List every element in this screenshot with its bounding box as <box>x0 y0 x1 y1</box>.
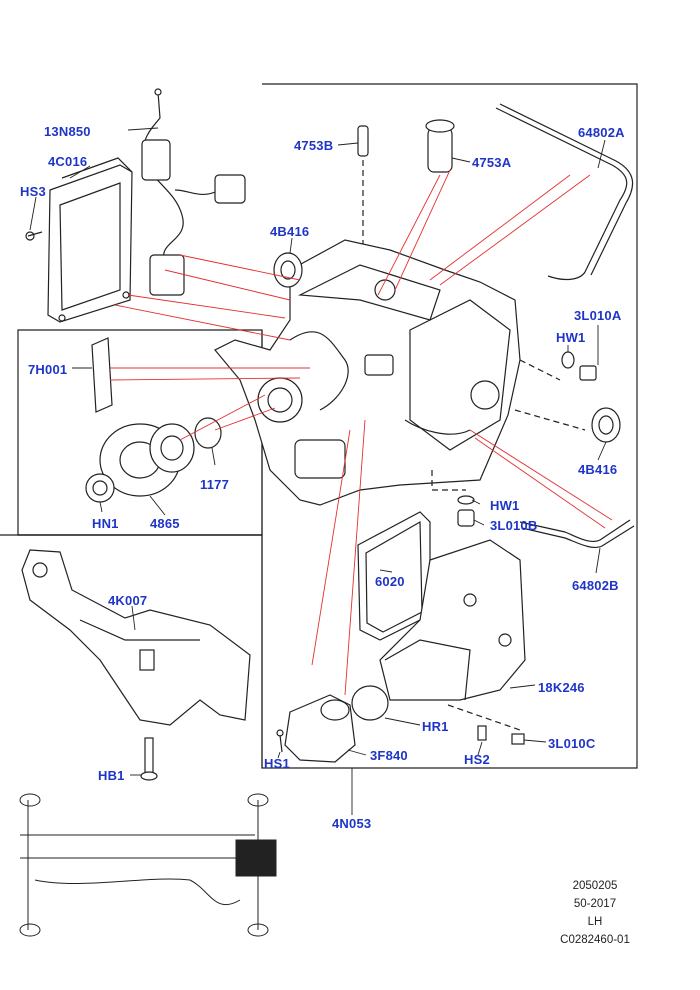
label-4753a[interactable]: 4753A <box>472 155 512 170</box>
frame-lower-left <box>0 534 263 768</box>
label-4b416-right[interactable]: 4B416 <box>578 462 618 477</box>
label-3l010c[interactable]: 3L010C <box>548 736 596 751</box>
label-hs2[interactable]: HS2 <box>464 752 490 767</box>
label-6020[interactable]: 6020 <box>375 574 405 589</box>
label-3l010a[interactable]: 3L010A <box>574 308 622 323</box>
plug-3l010a <box>579 365 597 381</box>
label-hr1[interactable]: HR1 <box>422 719 449 734</box>
label-hw1-b[interactable]: HW1 <box>490 498 520 513</box>
screw-hs2 <box>477 725 487 741</box>
screw-hs3 <box>25 231 43 241</box>
bolt-hb1 <box>140 737 158 781</box>
label-64802b[interactable]: 64802B <box>572 578 619 593</box>
label-13n850[interactable]: 13N850 <box>44 124 91 139</box>
label-4753b[interactable]: 4753B <box>294 138 334 153</box>
label-1177[interactable]: 1177 <box>200 477 230 492</box>
control-module <box>47 157 133 323</box>
label-18k246[interactable]: 18K246 <box>538 680 585 695</box>
seal-4b416-right <box>591 407 621 443</box>
transfer-case-body <box>214 239 521 506</box>
breather-pipe-b <box>519 519 635 549</box>
footer-line-3: LH <box>587 916 603 928</box>
bracket-7h001 <box>91 337 113 413</box>
mount-bracket-4k007 <box>21 549 251 726</box>
plug-3l010b <box>457 509 475 527</box>
vehicle-locator-inset <box>19 793 277 937</box>
label-4865[interactable]: 4865 <box>150 516 180 531</box>
label-4k007[interactable]: 4K007 <box>108 593 148 608</box>
footer-line-4: C0282460-01 <box>560 934 630 946</box>
o-ring-1177 <box>194 417 222 449</box>
breather-pipe-a2 <box>499 103 634 276</box>
washer-hw1-a <box>561 351 575 369</box>
footer-line-2: 50-2017 <box>573 898 617 910</box>
breather-pipe-a <box>495 107 628 281</box>
plug-3l010c <box>511 733 525 745</box>
label-7h001[interactable]: 7H001 <box>28 362 68 377</box>
footer-line-1: 2050205 <box>572 880 618 892</box>
o-ring-hr1 <box>351 685 389 721</box>
label-3l010b[interactable]: 3L010B <box>490 518 538 533</box>
label-3f840[interactable]: 3F840 <box>370 748 408 763</box>
washer-hw1-b <box>457 495 475 505</box>
leader-lines <box>109 169 613 696</box>
screw-hs1 <box>276 729 284 753</box>
label-64802a[interactable]: 64802A <box>578 125 625 140</box>
actuator-housing-18k246 <box>379 539 526 701</box>
label-4n053[interactable]: 4N053 <box>332 816 372 831</box>
label-hs3[interactable]: HS3 <box>20 184 46 199</box>
label-hb1[interactable]: HB1 <box>98 768 125 783</box>
label-hn1[interactable]: HN1 <box>92 516 119 531</box>
wiring-harness <box>141 88 246 296</box>
motor-3f840 <box>284 694 356 763</box>
nut-hn1 <box>85 473 115 503</box>
label-hs1[interactable]: HS1 <box>264 756 290 771</box>
label-hw1-a[interactable]: HW1 <box>556 330 586 345</box>
seal-4b416-top <box>273 252 303 288</box>
label-4b416-top[interactable]: 4B416 <box>270 224 310 239</box>
flange-4865 <box>99 423 195 497</box>
label-4c016[interactable]: 4C016 <box>48 154 88 169</box>
sensor-4753a <box>425 119 455 173</box>
pin-4753b <box>357 125 369 157</box>
